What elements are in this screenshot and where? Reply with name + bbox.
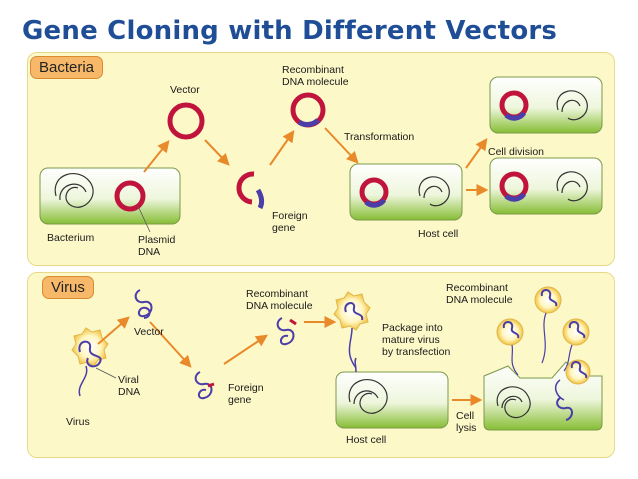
label-virus-host-cell: Host cell [346,434,387,446]
vector-plasmid [167,102,205,140]
label-virus-foreign-gene: Foreign gene [228,382,264,406]
label-virus-recombinant-2: Recombinant DNA molecule [446,282,513,306]
daughter-cell-top [489,76,603,134]
plasmid-pointer [137,205,151,233]
label-transformation: Transformation [344,131,415,143]
cut-plasmid [236,171,265,210]
released-virus-2 [496,318,524,376]
virus-recombinant-dna [276,317,297,346]
label-cell-division: Cell division [488,146,545,158]
daughter-cell-bottom [489,157,603,215]
label-package: Package into mature virus by transfectio… [382,322,451,358]
label-cell-lysis: Cell lysis [456,410,477,434]
recombinant-plasmid [290,92,326,128]
virus-particle [71,327,109,397]
label-virus-recombinant-1: Recombinant DNA molecule [246,288,313,312]
label-virus-vector: Vector [134,326,164,338]
label-recombinant: Recombinant DNA molecule [282,64,349,88]
released-virus-4 [565,359,591,385]
virus-arrows [97,316,483,406]
bacteria-tag: Bacteria [30,56,104,79]
virus-tag: Virus [42,276,94,299]
viral-dna-pointer [95,367,117,379]
bacteria-arrows [143,127,489,196]
virus-foreign-dna [194,371,215,400]
label-bacterium: Bacterium [47,232,95,244]
page-title: Gene Cloning with Different Vectors [22,16,558,46]
released-virus-3 [562,318,590,372]
label-host-cell: Host cell [418,228,459,240]
released-virus-1 [534,286,562,364]
label-viral-dna: Viral DNA [118,374,141,398]
label-virus: Virus [66,416,90,428]
bacteria-host-cell [349,163,463,221]
packaged-virus [333,291,371,369]
bacterium-cell [39,167,181,225]
virus-host-cell [335,357,449,429]
label-vector: Vector [170,84,200,96]
label-foreign-gene: Foreign gene [272,210,308,234]
label-plasmid-dna: Plasmid DNA [138,234,176,258]
virus-vector-dna [134,289,153,319]
